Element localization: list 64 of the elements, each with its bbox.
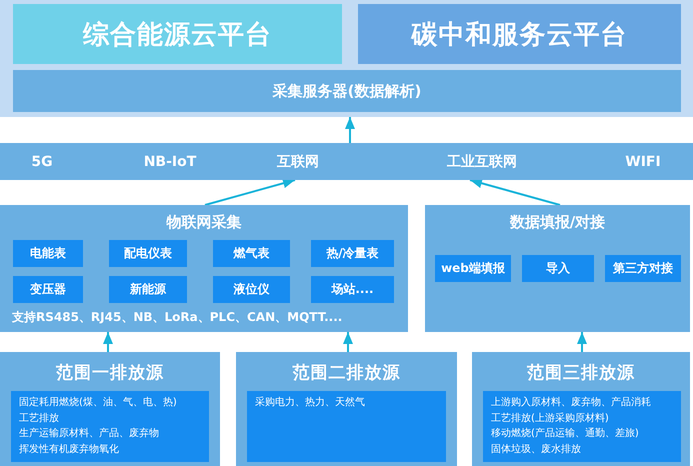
tile-label: 热/冷量表 bbox=[326, 245, 379, 262]
arrow bbox=[470, 178, 560, 206]
emission-item: 工艺排放(上游采购原材料) bbox=[491, 412, 609, 426]
tile-label: 第三方对接 bbox=[613, 260, 673, 277]
arrow bbox=[204, 178, 296, 206]
scope-title: 范围三排放源 bbox=[527, 362, 635, 384]
method-tile bbox=[605, 255, 681, 282]
network-label: 互联网 bbox=[277, 152, 319, 170]
emission-item: 固定耗用燃烧(煤、油、气、电、热) bbox=[19, 396, 177, 410]
scope-title: 范围二排放源 bbox=[292, 362, 400, 384]
method-tile bbox=[522, 255, 594, 282]
arrow bbox=[103, 332, 113, 352]
network-label: WIFI bbox=[625, 154, 661, 170]
group-panel bbox=[0, 205, 408, 332]
platform-title: 综合能源云平台 bbox=[83, 18, 272, 52]
tile-label: web端填报 bbox=[441, 260, 505, 277]
tile-label: 电能表 bbox=[30, 245, 66, 262]
network-label: 工业互联网 bbox=[447, 152, 517, 170]
server-title: 采集服务器(数据解析) bbox=[272, 82, 422, 100]
protocol-note: 支持RS485、RJ45、NB、LoRa、PLC、CAN、MQTT.... bbox=[12, 309, 342, 326]
scope-panel bbox=[236, 352, 457, 466]
emission-list bbox=[483, 391, 681, 462]
emission-item: 生产运输原材料、产品、废弃物 bbox=[19, 426, 159, 441]
device-tile bbox=[311, 276, 394, 303]
tile-label: 场站.... bbox=[331, 281, 374, 298]
emission-item: 移动燃烧(产品运输、通勤、差旅) bbox=[491, 426, 639, 441]
device-tile bbox=[13, 276, 83, 303]
tile-label: 变压器 bbox=[30, 281, 66, 298]
group-title: 数据填报/对接 bbox=[510, 213, 606, 232]
arrow bbox=[345, 117, 355, 143]
server-bar bbox=[13, 70, 681, 112]
network-band bbox=[0, 143, 693, 180]
emission-item: 上游购入原材料、废弃物、产品消耗 bbox=[491, 396, 651, 410]
scope-panel bbox=[472, 352, 690, 466]
device-tile bbox=[109, 276, 187, 303]
tile-label: 配电仪表 bbox=[124, 245, 172, 262]
network-label: 5G bbox=[31, 154, 53, 170]
platform-title: 碳中和服务云平台 bbox=[412, 18, 628, 52]
platform-card bbox=[13, 4, 342, 64]
tile-label: 燃气表 bbox=[234, 245, 270, 262]
arrow bbox=[343, 332, 353, 352]
emission-item: 工艺排放 bbox=[19, 412, 59, 426]
emission-item: 固体垃圾、废水排放 bbox=[491, 442, 581, 456]
tile-label: 液位仪 bbox=[234, 281, 270, 298]
network-label: NB-IoT bbox=[144, 154, 196, 170]
method-tile bbox=[435, 255, 511, 282]
device-tile bbox=[109, 240, 187, 267]
tile-label: 新能源 bbox=[130, 281, 166, 298]
emission-list bbox=[247, 391, 446, 462]
scope-panel bbox=[0, 352, 220, 466]
background-panel bbox=[0, 0, 693, 117]
device-tile bbox=[311, 240, 394, 267]
device-tile bbox=[213, 276, 290, 303]
emission-list bbox=[11, 391, 209, 462]
device-tile bbox=[213, 240, 290, 267]
platform-card bbox=[358, 4, 681, 64]
emission-item: 挥发性有机废弃物氧化 bbox=[19, 442, 119, 456]
emission-item: 采购电力、热力、天然气 bbox=[255, 396, 365, 410]
arrow bbox=[577, 332, 587, 352]
group-title: 物联网采集 bbox=[166, 213, 242, 232]
tile-label: 导入 bbox=[546, 260, 570, 277]
scope-title: 范围一排放源 bbox=[56, 362, 164, 384]
device-tile bbox=[13, 240, 83, 267]
group-panel bbox=[425, 205, 690, 332]
